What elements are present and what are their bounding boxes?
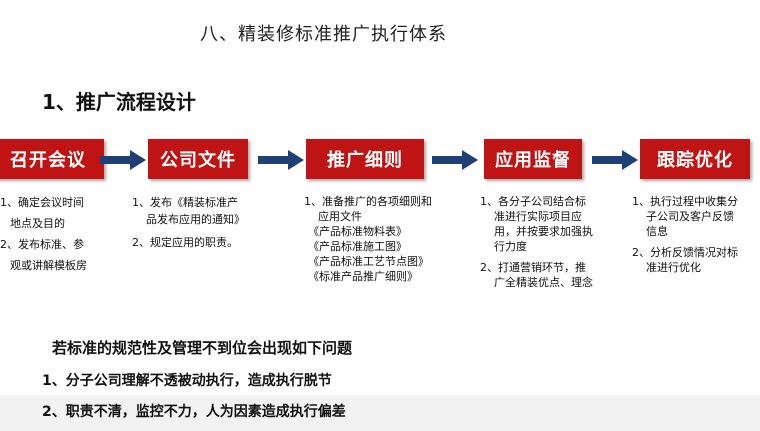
step-rules: 推广细则 [306,139,424,179]
desc-supervision-item2-line2: 广全精装优点、理念 [494,276,593,289]
desc-optimize-item2-line1: 2、分析反馈情况对标 [632,246,738,259]
desc-rules-file3: 《产品标准工艺节点图》 [308,255,429,268]
flow-arrow-icon [592,150,638,170]
desc-optimize-item1-line3: 信息 [646,225,668,238]
step-optimize: 跟踪优化 [640,139,750,179]
desc-rules-file2: 《产品标准施工图》 [308,240,407,253]
desc-supervision: 1、各分子公司结合标 准进行实际项目应 用，并按要求加强执 行力度 2、打通营销… [480,194,610,290]
desc-rules-file4: 《标准产品推广细则》 [308,270,418,283]
bottom-band [0,395,760,431]
step-document: 公司文件 [148,139,248,179]
desc-rules-item1-line1: 1、准备推广的各项细则和 [304,195,432,208]
desc-rules-item1-line2: 应用文件 [318,210,362,223]
desc-optimize-item1-line2: 子公司及客户反馈 [646,210,734,223]
desc-meeting: 1、确定会议时间 地点及目的 2、发布标准、参 观或讲解模板房 [0,194,110,274]
desc-optimize: 1、执行过程中收集分 子公司及客户反馈 信息 2、分析反馈情况对标 准进行优化 [632,194,760,275]
problems-title: 若标准的规范性及管理不到位会出现如下问题 [52,339,353,357]
desc-supervision-item1-line3: 用，并按要求加强执 [494,225,593,238]
desc-document-item1-line1: 1、发布《精装标准产 [132,196,238,209]
desc-document: 1、发布《精装标准产 品发布应用的通知》 2、规定应用的职责。 [132,194,272,251]
desc-rules-file1: 《产品标准物料表》 [308,225,407,238]
desc-meeting-item1-line2: 地点及目的 [10,217,65,230]
desc-optimize-item1-line1: 1、执行过程中收集分 [632,195,738,208]
flow-arrow-icon [258,150,304,170]
desc-meeting-item2-line2: 观或讲解模板房 [10,259,87,272]
problem-item-1: 1、分子公司理解不透被动执行，造成执行脱节 [42,373,332,389]
desc-document-item1-line2: 品发布应用的通知》 [146,213,245,226]
flow-arrow-icon [432,150,478,170]
section-title: 1、推广流程设计 [42,90,196,114]
desc-document-item2: 2、规定应用的职责。 [132,236,238,249]
desc-supervision-item2-line1: 2、打通营销环节，推 [480,261,586,274]
desc-meeting-item1-line1: 1、确定会议时间 [0,196,84,209]
page-title: 八、精装修标准推广执行体系 [200,24,447,45]
desc-optimize-item2-line2: 准进行优化 [646,261,701,274]
desc-meeting-item2-line1: 2、发布标准、参 [0,238,84,251]
desc-rules: 1、准备推广的各项细则和 应用文件 《产品标准物料表》 《产品标准施工图》 《产… [304,194,464,284]
desc-supervision-item1-line1: 1、各分子公司结合标 [480,195,586,208]
desc-supervision-item1-line2: 准进行实际项目应 [494,210,582,223]
problem-item-2: 2、职责不清，监控不力，人为因素造成执行偏差 [42,404,346,420]
step-meeting: 召开会议 [0,139,104,179]
desc-supervision-item1-line4: 行力度 [494,240,527,253]
flow-arrow-icon [100,150,146,170]
step-supervision: 应用监督 [484,139,582,179]
